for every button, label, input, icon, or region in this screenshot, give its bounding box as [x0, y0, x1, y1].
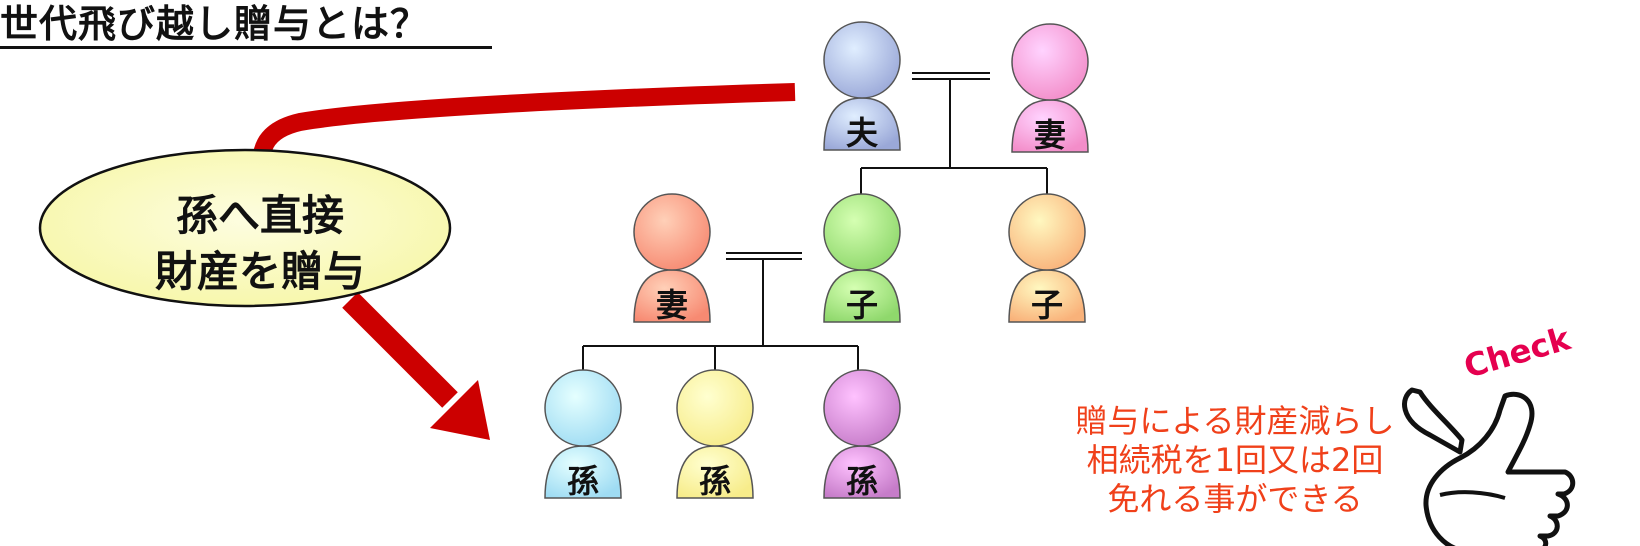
- person-child-1: 子: [812, 192, 922, 342]
- explanation-note: 贈与による財産減らし 相続税を1回又は2回 免れる事ができる: [1040, 402, 1430, 519]
- gift-arrow-head: [430, 380, 490, 440]
- person-head: [1011, 23, 1089, 101]
- person-child-spouse: 妻: [622, 192, 732, 342]
- bubble-text: 孫へ直接 財産を贈与: [50, 188, 470, 300]
- person-label: 孫: [845, 462, 878, 500]
- person-husband: 夫: [812, 20, 922, 170]
- note-line-2: 相続税を1回又は2回: [1086, 441, 1384, 479]
- person-child-2: 子: [997, 192, 1107, 342]
- note-line-1: 贈与による財産減らし: [1075, 402, 1395, 440]
- person-icon: [823, 193, 901, 323]
- person-head: [1008, 193, 1086, 271]
- person-label: 孫: [698, 462, 731, 500]
- person-grandchild-2: 孫: [665, 368, 775, 518]
- person-icon: [1008, 193, 1086, 323]
- title-underline: [0, 46, 492, 49]
- check-badge: Check: [1460, 319, 1575, 386]
- person-wife: 妻: [1000, 22, 1110, 172]
- person-icon: [823, 369, 901, 499]
- person-label: 子: [845, 286, 878, 324]
- person-label: 妻: [655, 286, 688, 324]
- thumbs-up-icon: [1402, 387, 1576, 546]
- person-icon: [544, 369, 622, 499]
- person-head: [544, 369, 622, 447]
- gift-arrow-shaft: [342, 292, 458, 408]
- person-head: [823, 369, 901, 447]
- person-label: 子: [1030, 286, 1063, 324]
- gift-bubble: [38, 148, 452, 308]
- person-head: [633, 193, 711, 271]
- page-title: 世代飛び越し贈与とは？: [0, 2, 430, 46]
- person-icon: [633, 193, 711, 323]
- bubble-line-1: 孫へ直接: [175, 191, 344, 240]
- person-icon: [676, 369, 754, 499]
- person-grandchild-1: 孫: [533, 368, 643, 518]
- person-label: 夫: [845, 114, 878, 152]
- person-grandchild-3: 孫: [812, 368, 922, 518]
- person-head: [823, 193, 901, 271]
- person-icon: [1011, 23, 1089, 153]
- gift-arrow-curve: [252, 83, 796, 188]
- bubble-line-2: 財産を贈与: [154, 247, 365, 296]
- person-head: [823, 21, 901, 99]
- person-label: 妻: [1033, 116, 1066, 154]
- person-icon: [823, 21, 901, 151]
- person-head: [676, 369, 754, 447]
- note-line-3: 免れる事ができる: [1107, 480, 1363, 518]
- person-label: 孫: [566, 462, 599, 500]
